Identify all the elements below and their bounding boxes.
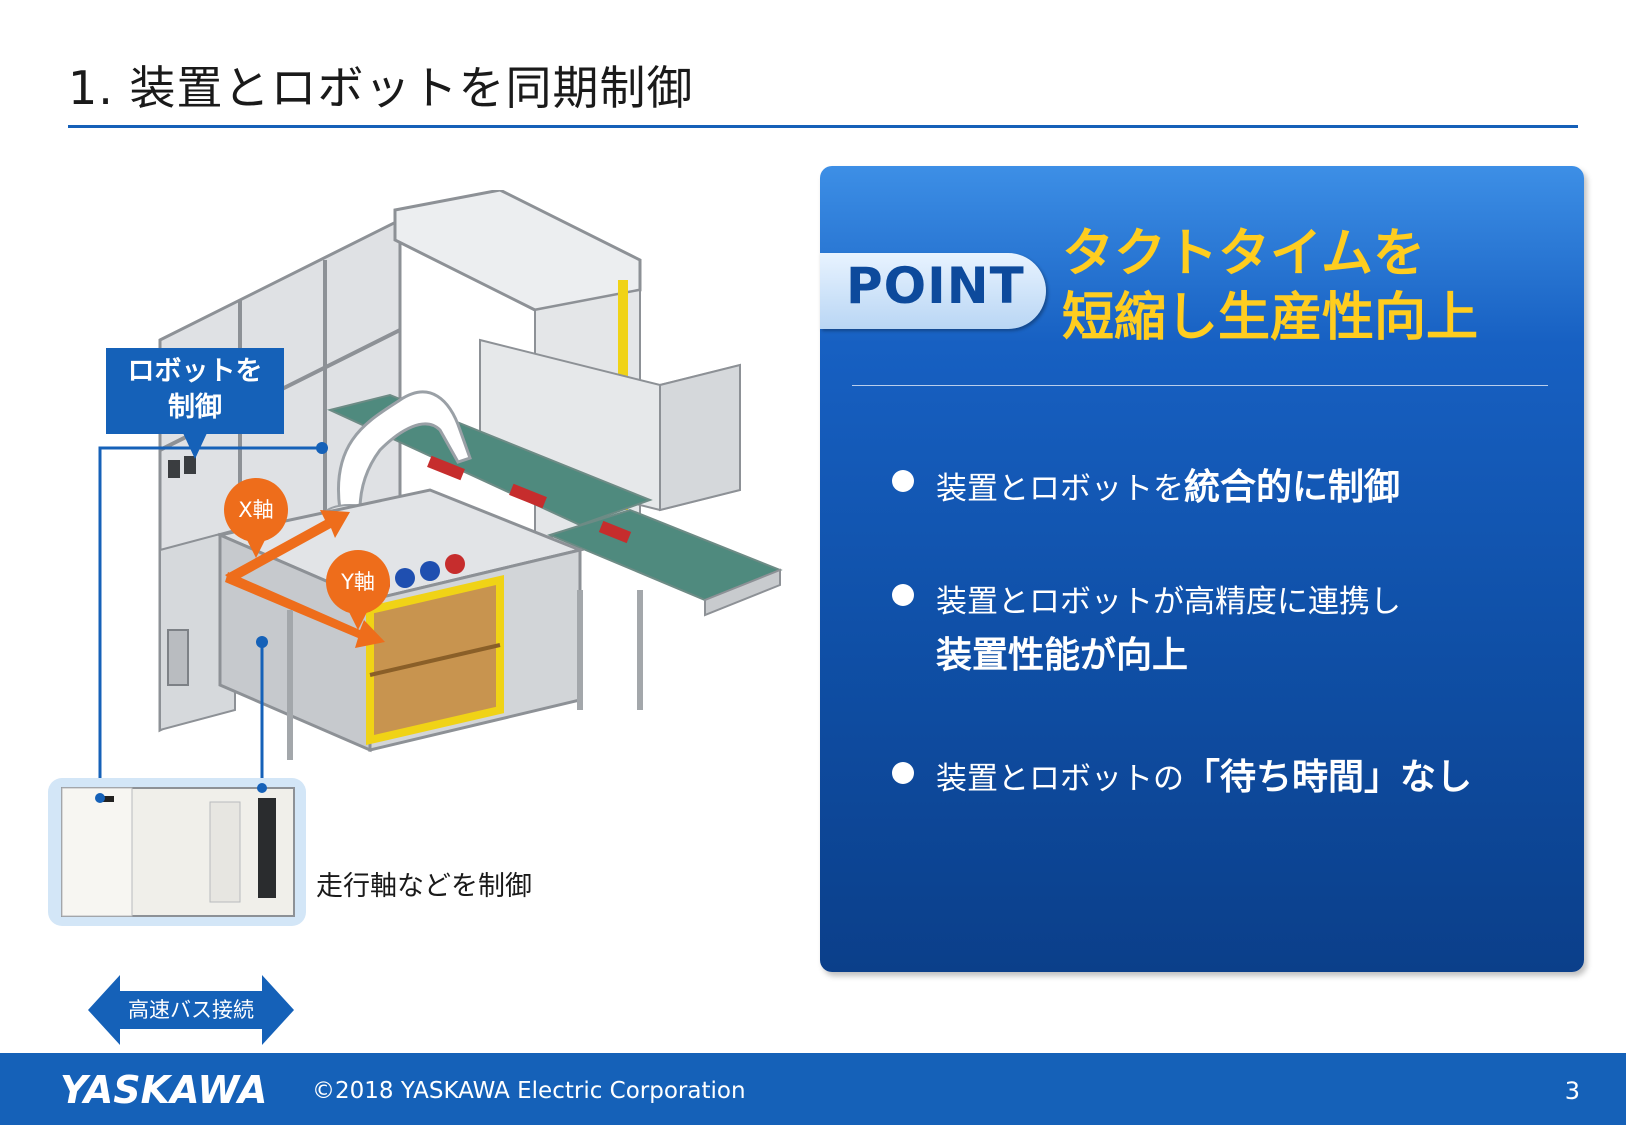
robot-control-wire (98, 446, 322, 790)
point-headline-line1: タクトタイムを (1062, 224, 1425, 284)
bullet-2-emphasis: 装置性能が向上 (936, 635, 1189, 676)
point-divider (852, 385, 1548, 386)
y-axis-pin-label: Y軸 (341, 570, 375, 594)
page-number: 3 (1564, 1077, 1580, 1105)
copyright-text: ©2018 YASKAWA Electric Corporation (312, 1078, 746, 1104)
machine-robot-drawing (48, 190, 783, 926)
bullet-dot (892, 762, 914, 784)
point-headline-line2: 短縮し生産性向上 (1062, 288, 1479, 348)
yaskawa-logo: YASKAWA (60, 1068, 268, 1112)
bullet-1-emphasis: 統合的に制御 (1184, 467, 1401, 508)
axis-control-caption: 走行軸などを制御 (316, 871, 532, 902)
robot-control-callout: ロボットを 制御 (106, 348, 284, 434)
bullet-2-text: 装置とロボットが高精度に連携し (936, 584, 1401, 620)
point-badge (820, 253, 1046, 329)
top-gantry (393, 190, 642, 312)
title-divider (68, 125, 1578, 128)
page-title: 1. 装置とロボットを同期制御 (68, 61, 694, 115)
point-headline: タクトタイムを 短縮し生産性向上 (1062, 222, 1478, 350)
callout-text: ロボットを 制御 (127, 356, 263, 423)
x-axis-pin-label: X軸 (238, 498, 274, 522)
robot-arm (337, 390, 472, 512)
machine-illustration (40, 190, 820, 1060)
bus-connection-arrow (88, 975, 294, 1045)
point-badge-label: POINT (846, 257, 1025, 315)
bus-connection-label: 高速バス接続 (128, 998, 254, 1022)
bullet-3-emphasis: 「待ち時間」なし (1184, 757, 1473, 798)
bullet-3-text: 装置とロボットの (936, 761, 1184, 797)
y-axis-pin: Y軸 (326, 550, 390, 630)
bullet-1-text: 装置とロボットを (936, 471, 1184, 507)
x-axis-pin: X軸 (224, 478, 288, 558)
bullet-dot (892, 584, 914, 606)
x-axis-arrow (225, 510, 350, 582)
bullet-dot (892, 470, 914, 492)
footer-bar (0, 1053, 1626, 1125)
callout-pointer (183, 433, 207, 459)
